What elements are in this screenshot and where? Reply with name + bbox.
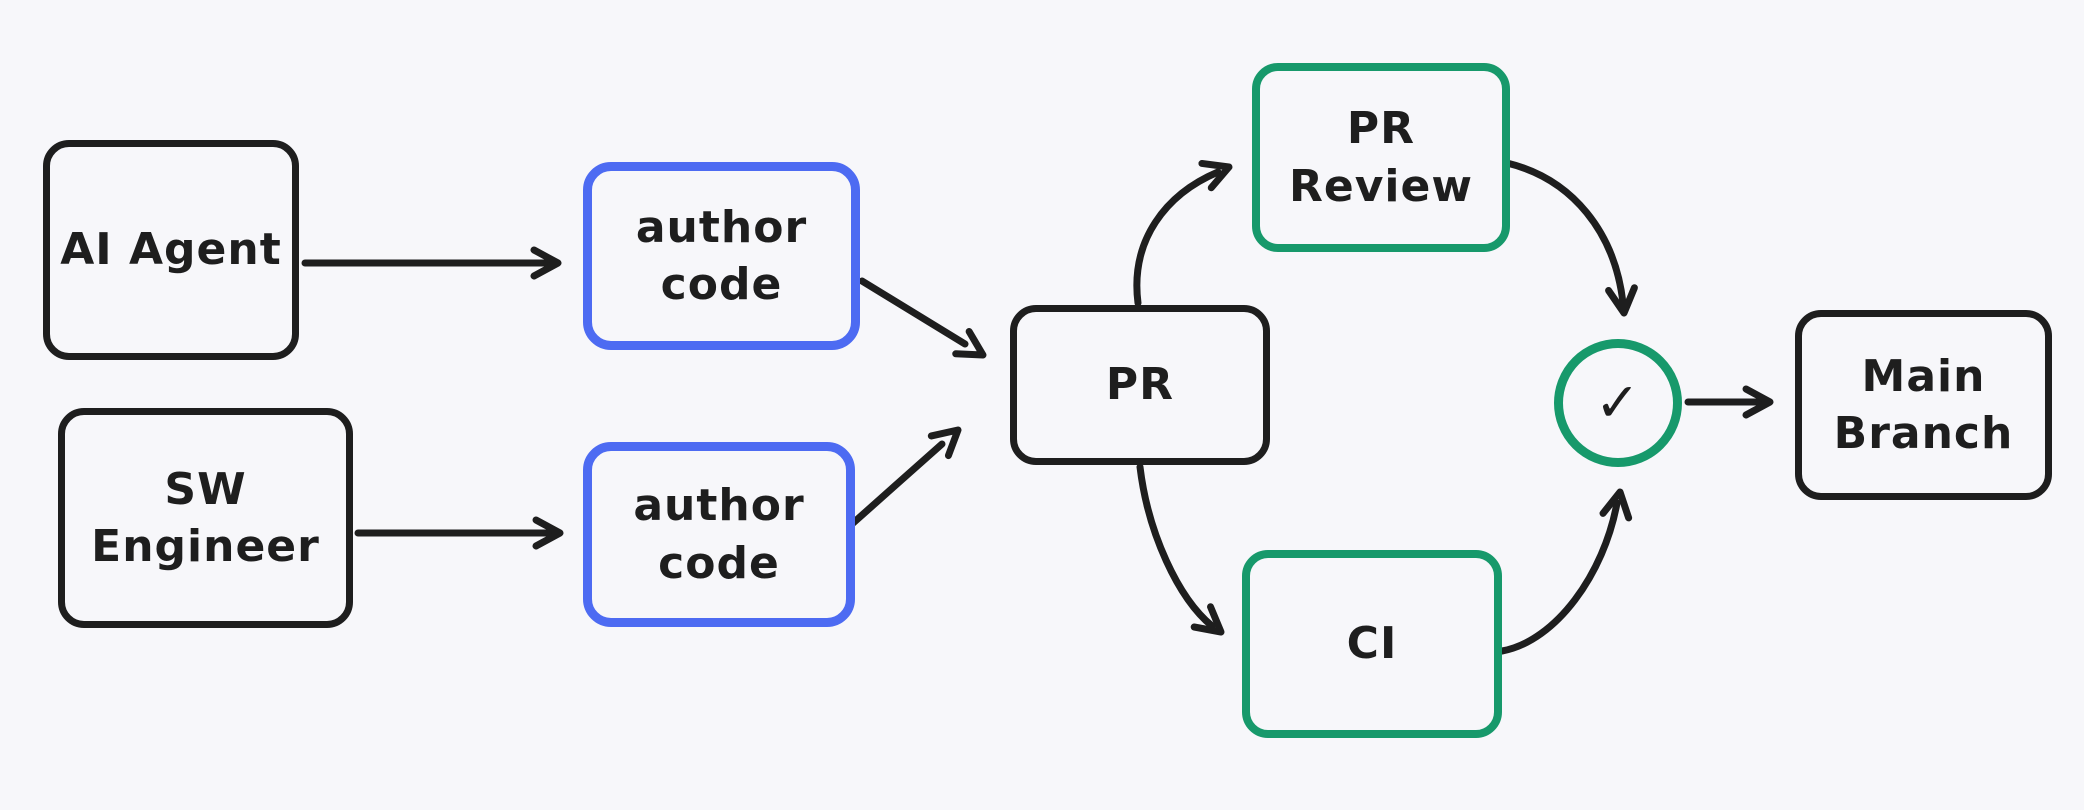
arrow-author-code-top-to-pr	[858, 277, 987, 359]
node-sw-engineer-label: SW Engineer	[91, 463, 320, 572]
arrow-pr-to-pr-review	[1133, 159, 1233, 307]
arrow-ci-to-check	[1498, 488, 1633, 655]
arrow-ai-agent-to-author-code	[301, 246, 562, 280]
node-author-code-top: author code	[583, 162, 860, 350]
arrow-sw-engineer-to-author-code	[354, 516, 564, 550]
node-author-code-top-label: author code	[635, 201, 808, 310]
node-pr-review-label: PR Review	[1289, 103, 1473, 212]
node-author-code-bottom: author code	[583, 442, 855, 627]
node-main-branch: Main Branch	[1795, 310, 2052, 500]
node-pr-review: PR Review	[1252, 63, 1510, 252]
check-icon: ✓	[1594, 370, 1642, 434]
node-author-code-bottom-label: author code	[633, 480, 805, 589]
node-check-circle: ✓	[1554, 339, 1682, 467]
arrow-pr-to-ci	[1136, 463, 1225, 636]
node-pr-label: PR	[1105, 359, 1175, 411]
arrow-author-code-bottom-to-pr	[848, 426, 962, 528]
arrow-pr-review-to-check	[1503, 159, 1638, 317]
node-ci-label: CI	[1346, 618, 1398, 670]
node-ai-agent-label: AI Agent	[60, 224, 282, 276]
node-ai-agent: AI Agent	[43, 140, 299, 360]
node-sw-engineer: SW Engineer	[58, 408, 353, 628]
node-pr: PR	[1010, 305, 1270, 465]
node-main-branch-label: Main Branch	[1833, 350, 2014, 459]
arrow-check-to-main-branch	[1684, 385, 1774, 419]
node-ci: CI	[1242, 550, 1502, 738]
